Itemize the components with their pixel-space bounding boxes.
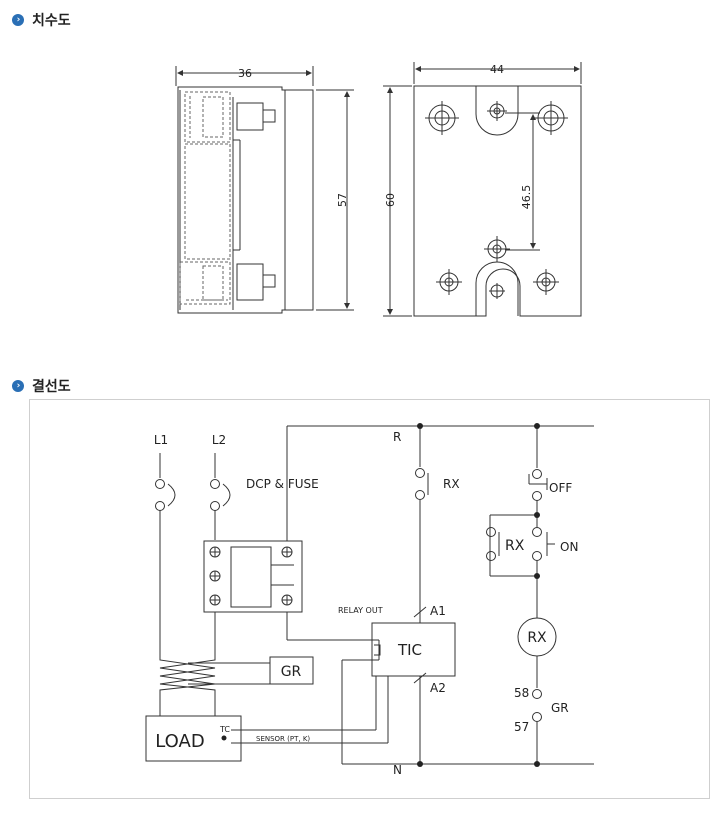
chevron-right-icon: › <box>12 380 24 392</box>
hole-bottom-left <box>436 269 462 295</box>
section-title-dimensions: 치수도 <box>32 13 71 29</box>
label-n: N <box>393 763 402 777</box>
side-height-label: 57 <box>336 193 349 207</box>
screw-icon <box>281 546 293 558</box>
front-holes <box>425 101 568 299</box>
label-tic: TIC <box>397 641 422 659</box>
front-width-label: 44 <box>490 63 504 76</box>
label-off: OFF <box>549 481 572 495</box>
screw-icon <box>209 546 221 558</box>
label-l1: L1 <box>154 433 168 447</box>
screw-icon <box>209 594 221 606</box>
label-58: 58 <box>514 686 529 700</box>
label-relay-out: RELAY OUT <box>338 606 383 615</box>
side-width-label: 36 <box>238 67 252 80</box>
hole-top-left <box>425 101 459 135</box>
label-rx-box: RX <box>505 538 525 554</box>
label-a1: A1 <box>430 604 446 618</box>
label-gr: GR <box>551 701 569 715</box>
label-on: ON <box>560 540 578 554</box>
label-57: 57 <box>514 720 529 734</box>
screw-icon <box>209 570 221 582</box>
label-r: R <box>393 430 401 444</box>
junction-dots <box>221 423 540 767</box>
hole-mid-center <box>484 236 510 262</box>
label-rx-coil: RX <box>527 630 547 646</box>
ssr-terminals <box>209 546 293 606</box>
label-dcp-fuse: DCP & FUSE <box>246 477 319 491</box>
label-l2: L2 <box>212 433 226 447</box>
wiring-diagram-frame <box>29 399 710 799</box>
label-sensor: SENSOR (PT, K) <box>256 735 310 743</box>
section-header-wiring: › 결선도 <box>12 376 71 396</box>
hole-top-right <box>534 101 568 135</box>
label-a2: A2 <box>430 681 446 695</box>
hole-bottom-center <box>489 283 505 299</box>
hole-spacing-label: 46.5 <box>520 185 533 210</box>
section-title-wiring: 결선도 <box>32 379 71 395</box>
hole-bottom-right <box>533 269 559 295</box>
section-header-dimensions: › 치수도 <box>12 10 71 30</box>
wiring <box>145 425 594 765</box>
side-view <box>175 66 354 314</box>
label-tc: TC <box>219 725 230 734</box>
screw-icon <box>281 594 293 606</box>
hole-top-center <box>487 101 507 121</box>
label-rx-contact: RX <box>443 477 460 491</box>
front-height-label: 60 <box>384 193 397 207</box>
label-gr-box: GR <box>281 664 302 680</box>
label-load: LOAD <box>155 731 204 752</box>
chevron-right-icon: › <box>12 14 24 26</box>
front-view <box>383 62 582 317</box>
